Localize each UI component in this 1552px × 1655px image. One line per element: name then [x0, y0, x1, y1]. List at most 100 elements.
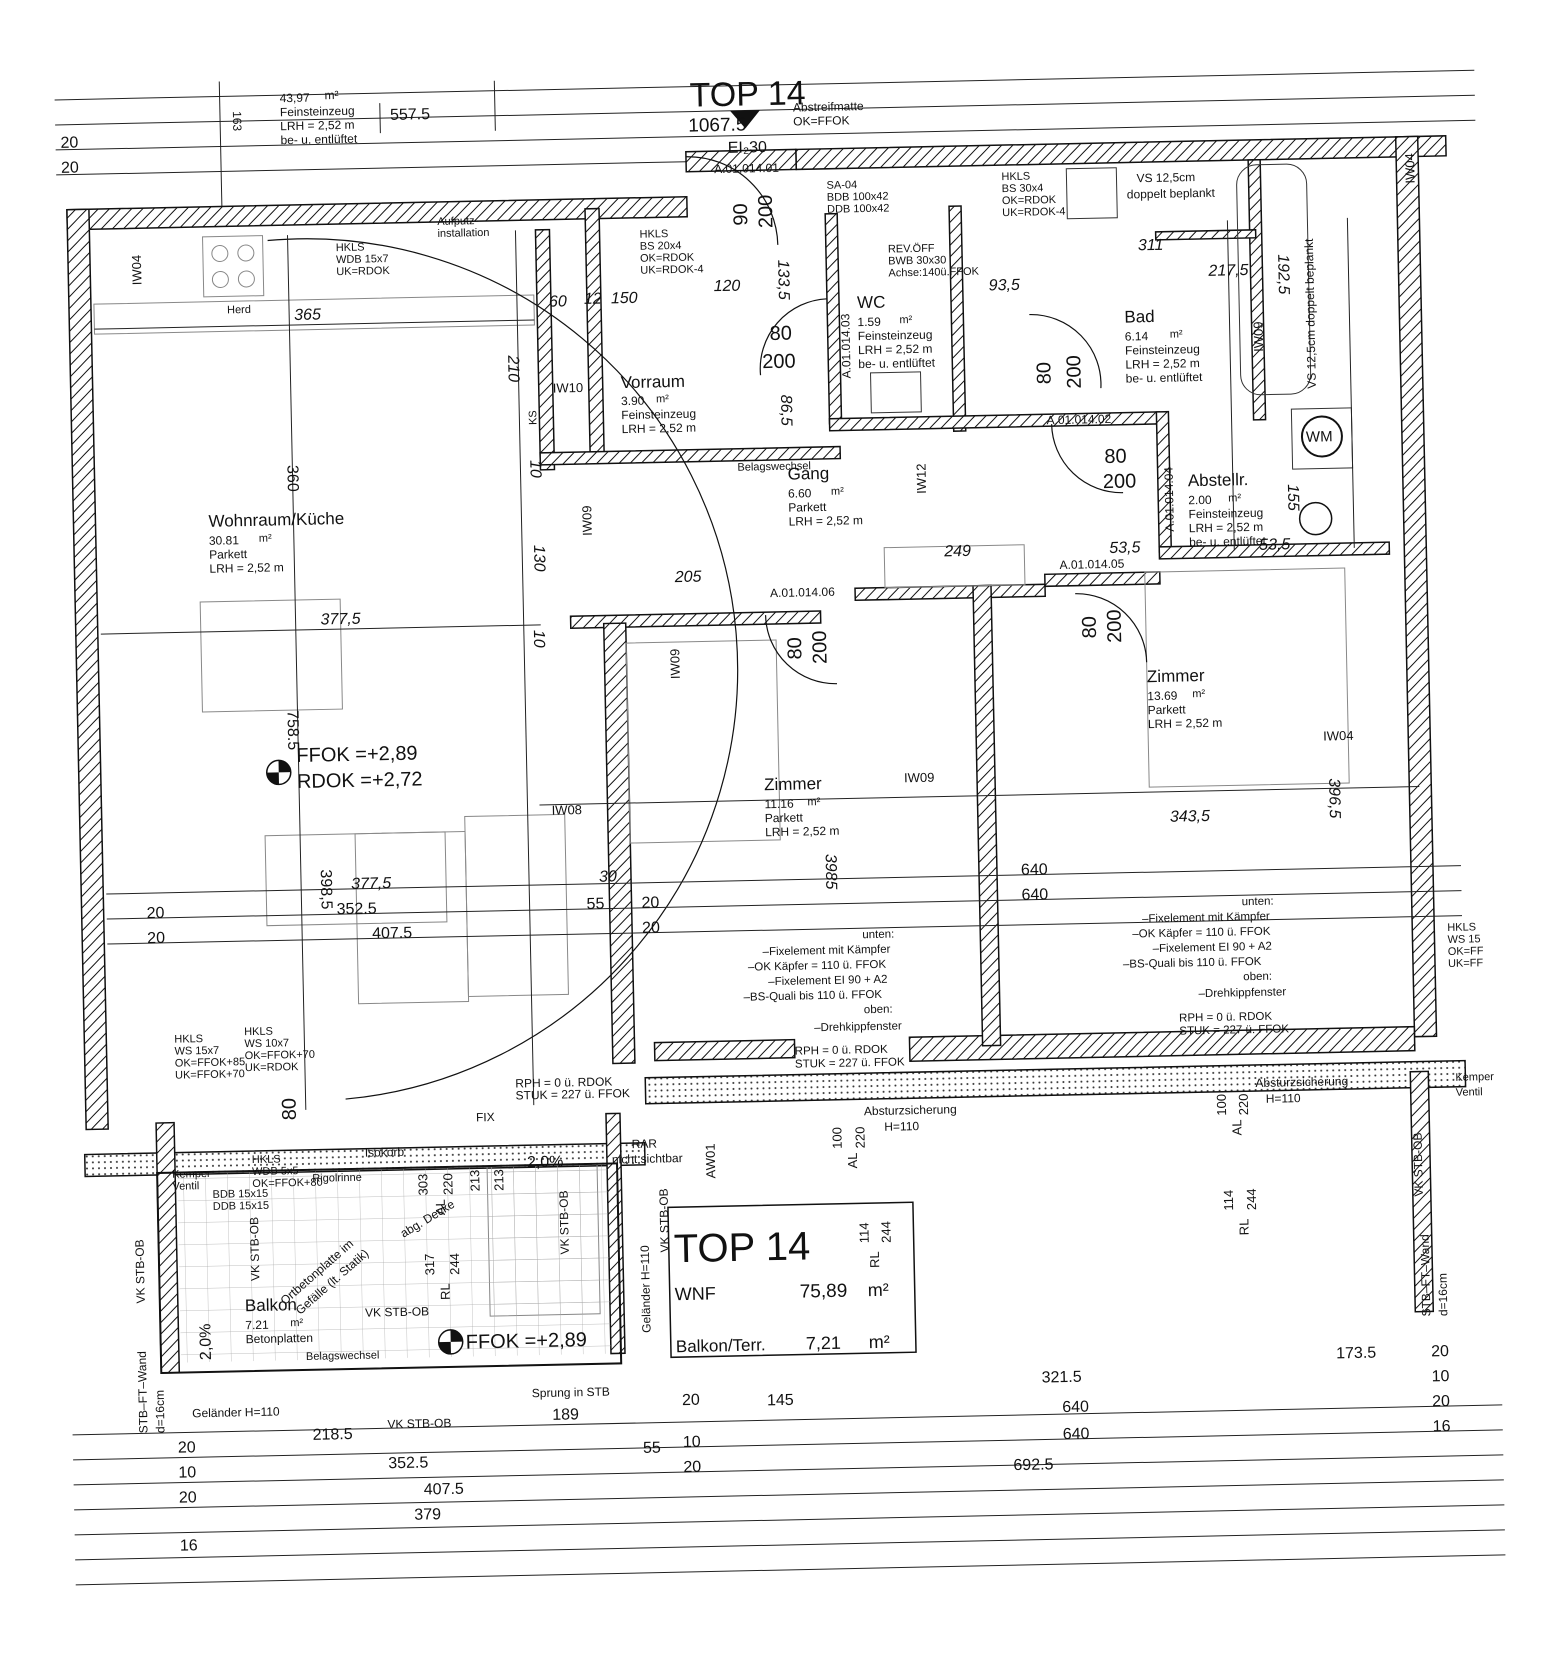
absturz1-h-label: H=110 — [884, 1119, 919, 1134]
sa04-label: SA-04 — [826, 179, 857, 192]
bwb-label: BWB 30x30 — [888, 254, 946, 267]
window-heights: AL 100 220 RL 114 244 AL 100 220 RL 114 … — [415, 1093, 1259, 1300]
stuk1-label: STUK = 227 ü. FFOK — [515, 1086, 630, 1102]
svg-text:407.5: 407.5 — [372, 925, 412, 943]
abstreifmatte-label: Abstreifmatte — [793, 99, 864, 114]
svg-text:unten:: unten: — [1242, 896, 1274, 909]
svg-text:93,5: 93,5 — [989, 277, 1021, 295]
svg-text:640: 640 — [1063, 1426, 1090, 1444]
svg-text:217,5: 217,5 — [1207, 262, 1248, 280]
svg-text:365: 365 — [294, 306, 321, 324]
svg-text:377,5: 377,5 — [320, 611, 360, 629]
vs1b-label: doppelt beplankt — [1127, 186, 1216, 202]
svg-text:OK=FFOK+80: OK=FFOK+80 — [252, 1177, 323, 1190]
plan-title: TOP 14 — [689, 74, 806, 114]
svg-text:150: 150 — [611, 290, 638, 308]
vk-stb-ob-left: VK STB-OB — [132, 1239, 147, 1303]
wall-tags: IW04 IW04 IW04 IW10 IW09 IW09 IW09 IW09 … — [129, 153, 1418, 1179]
furniture — [93, 163, 1354, 1363]
vk-stb-ob-left-2: VK STB-OB — [247, 1217, 262, 1281]
svg-text:–OK Käpfer = 110 ü. FFOK: –OK Käpfer = 110 ü. FFOK — [748, 959, 887, 974]
wall-tag-iw04-a: IW04 — [129, 255, 145, 286]
bdb-label: BDB 100x42 — [827, 191, 889, 204]
svg-text:7.21: 7.21 — [245, 1318, 269, 1332]
svg-text:20: 20 — [146, 905, 164, 922]
svg-text:Zimmer: Zimmer — [764, 774, 822, 794]
vs2-label: VS 12,5cm doppelt beplankt — [1302, 238, 1319, 389]
svg-text:55: 55 — [586, 896, 604, 913]
svg-text:HKLS: HKLS — [244, 1026, 273, 1039]
dimension-lines — [72, 217, 1506, 1586]
svg-text:80: 80 — [1079, 616, 1101, 639]
rph1-label: RPH = 0 ü. RDOK — [515, 1074, 612, 1090]
svg-text:A.01.014.03: A.01.014.03 — [838, 313, 853, 378]
summary-balkon-unit: m² — [869, 1332, 890, 1352]
summary-box — [667, 1201, 917, 1359]
wall-tag-iw09-c: IW09 — [904, 770, 935, 786]
svg-text:80: 80 — [1104, 446, 1127, 468]
vk-stb-ob-balcony: VK STB-OB — [365, 1304, 429, 1319]
stb-ft-wand-left: STB–FT–Wand — [135, 1351, 151, 1434]
svg-text:249: 249 — [943, 543, 971, 561]
svg-text:10: 10 — [178, 1464, 196, 1481]
entry-door-rating: EI₂30 — [728, 139, 768, 157]
svg-text:192,5: 192,5 — [1274, 254, 1292, 294]
abstreifmatte-level: OK=FFOK — [793, 113, 850, 128]
svg-text:HKLS: HKLS — [1447, 921, 1476, 934]
svg-text:379: 379 — [414, 1506, 441, 1524]
interior-dimensions: 365 360 377,5 758.5 377,5 398,5 352.5 40… — [146, 237, 1342, 947]
svg-text:155: 155 — [1284, 484, 1302, 511]
svg-text:Parkett: Parkett — [1147, 702, 1186, 717]
sprung-label: Sprung in STB — [532, 1385, 610, 1401]
room-gang: Gang 6.60 m² Parkett LRH = 2,52 m — [787, 464, 863, 529]
bottom-dimensions: 218.5 189 145 321.5 173.5 352.5 55 640 6… — [178, 1343, 1451, 1555]
svg-text:LRH = 2,52 m: LRH = 2,52 m — [765, 824, 840, 840]
svg-text:Gang: Gang — [787, 464, 829, 484]
svg-text:20: 20 — [642, 919, 660, 936]
room-wc: WC 1.59 m² Feinsteinzeug LRH = 2,52 m be… — [857, 293, 936, 372]
svg-text:100: 100 — [1214, 1094, 1229, 1116]
svg-text:m²: m² — [290, 1317, 303, 1329]
installation-label: installation — [437, 227, 489, 240]
top-left-lrh: LRH = 2,52 m — [280, 118, 355, 134]
room-zimmer-left: Zimmer 11.16 m² Parkett LRH = 2,52 m — [764, 774, 840, 840]
svg-text:be- u. entlüftet: be- u. entlüftet — [858, 356, 936, 372]
top-dimension: 1067.5 — [688, 114, 747, 136]
ffok-balcony: FFOK =+2,89 — [465, 1329, 587, 1354]
uk3-label: UK=RDOK-4 — [1002, 206, 1066, 219]
svg-text:Betonplatten: Betonplatten — [245, 1331, 313, 1346]
rar-hidden-label: nicht sichtbar — [612, 1151, 683, 1166]
vk-stb-ob-middle: VK STB-OB — [657, 1188, 672, 1252]
wall-tag-iw12: IW12 — [913, 463, 929, 494]
gelaender-label: Geländer H=110 — [192, 1405, 280, 1421]
svg-text:AL: AL — [433, 1199, 448, 1215]
svg-text:Feinsteinzeug: Feinsteinzeug — [858, 328, 933, 344]
svg-text:12: 12 — [584, 291, 602, 308]
window-note-left: unten: –Fixelement mit Kämpfer –OK Käpfe… — [743, 929, 905, 1071]
svg-text:11.16: 11.16 — [764, 797, 794, 812]
svg-text:oben:: oben: — [1243, 971, 1272, 984]
svg-text:m²: m² — [656, 393, 669, 405]
isokorb-label: Isokorb — [365, 1145, 405, 1160]
wall-tag-iw10: IW10 — [553, 380, 584, 396]
svg-text:BDB 15x15: BDB 15x15 — [212, 1188, 268, 1201]
svg-text:10: 10 — [683, 1434, 701, 1451]
svg-text:100: 100 — [829, 1127, 844, 1149]
bs3-label: BS 30x4 — [1002, 182, 1044, 195]
svg-text:m²: m² — [259, 532, 272, 544]
svg-text:m²: m² — [807, 796, 820, 808]
svg-text:Parkett: Parkett — [788, 500, 827, 515]
svg-text:–BS-Quali bis 110 ü. FFOK: –BS-Quali bis 110 ü. FFOK — [743, 989, 882, 1004]
svg-text:Wohnraum/Küche: Wohnraum/Küche — [208, 509, 344, 531]
svg-text:RPH = 0 ü. RDOK: RPH = 0 ü. RDOK — [1179, 1011, 1273, 1025]
svg-text:Feinsteinzeug: Feinsteinzeug — [1125, 342, 1200, 358]
summary-balkon-label: Balkon/Terr. — [676, 1335, 766, 1356]
svg-text:16: 16 — [180, 1537, 198, 1554]
door-swings — [267, 156, 1148, 1100]
vs1-label: VS 12,5cm — [1136, 170, 1195, 185]
svg-text:220: 220 — [852, 1126, 867, 1148]
svg-text:AL: AL — [1229, 1119, 1244, 1135]
svg-text:200: 200 — [1104, 609, 1127, 643]
wm-label: WM — [1306, 428, 1333, 446]
svg-text:321.5: 321.5 — [1041, 1369, 1081, 1387]
